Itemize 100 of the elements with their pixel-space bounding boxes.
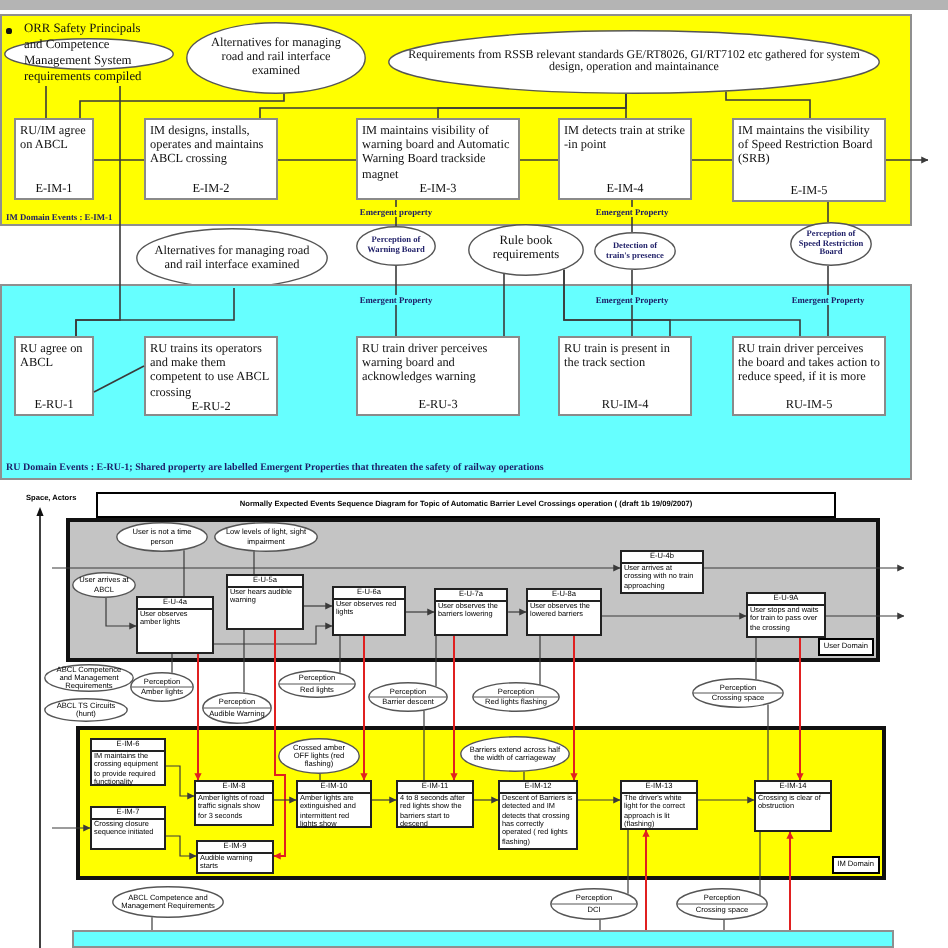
domain-frame xyxy=(66,518,880,662)
connector-line xyxy=(93,365,145,393)
connector-line xyxy=(243,629,245,693)
domain-band xyxy=(72,930,894,948)
perception-ellipse xyxy=(472,682,560,712)
event-card xyxy=(356,336,520,416)
requirement-ellipse xyxy=(186,22,366,94)
arrow xyxy=(273,629,286,860)
arrow xyxy=(105,597,137,630)
event-card xyxy=(526,588,602,636)
connector-line xyxy=(253,551,255,575)
connector-line xyxy=(503,273,505,337)
event-card xyxy=(90,738,166,786)
connector-line xyxy=(523,771,525,781)
arrow xyxy=(703,564,905,572)
connector-line xyxy=(79,93,285,119)
domain-frame xyxy=(76,726,886,880)
connector-line xyxy=(723,919,725,931)
perception-ellipse xyxy=(278,670,356,698)
note-ellipse xyxy=(112,886,224,918)
connector-line xyxy=(563,268,801,337)
banner-panel xyxy=(96,492,836,518)
arrow xyxy=(473,796,499,804)
event-card xyxy=(14,118,94,200)
requirement-ellipse xyxy=(468,224,584,276)
connector-line xyxy=(691,159,733,161)
event-card xyxy=(434,588,508,636)
event-card xyxy=(356,118,520,200)
connector-line xyxy=(93,159,145,161)
connector-line xyxy=(725,90,811,119)
connector-line xyxy=(45,85,47,119)
event-card xyxy=(136,596,214,654)
arrow xyxy=(360,635,368,781)
connector-line xyxy=(395,265,397,337)
arrow xyxy=(165,835,197,860)
event-card xyxy=(226,574,304,630)
connector-line xyxy=(339,635,341,674)
arrow xyxy=(570,635,578,781)
connector-line xyxy=(277,159,357,161)
arrow xyxy=(786,831,794,931)
connector-line xyxy=(755,637,757,680)
perception-ellipse xyxy=(130,672,194,702)
event-card xyxy=(14,336,94,416)
requirement-ellipse xyxy=(388,30,880,94)
event-card xyxy=(558,118,692,200)
arrow xyxy=(697,796,755,804)
connector-line xyxy=(151,916,153,931)
perception-ellipse xyxy=(368,682,448,712)
event-card xyxy=(498,780,578,850)
connector-line xyxy=(759,831,761,896)
note-ellipse xyxy=(44,664,134,692)
requirement-ellipse xyxy=(4,22,176,86)
arrow xyxy=(213,622,333,645)
event-card xyxy=(144,118,278,200)
connector-line xyxy=(319,773,321,781)
event-card xyxy=(732,336,886,416)
event-card xyxy=(396,780,474,828)
connector-line xyxy=(627,829,629,895)
connector-line xyxy=(183,549,185,597)
connector-line xyxy=(75,287,235,337)
arrow xyxy=(885,156,929,164)
property-ellipse xyxy=(594,232,676,270)
note-ellipse xyxy=(72,572,136,598)
note-ellipse xyxy=(278,738,360,774)
connector-line xyxy=(435,635,437,687)
note-ellipse xyxy=(460,736,570,772)
arrow xyxy=(194,653,202,781)
arrow xyxy=(601,612,747,620)
note-ellipse xyxy=(214,522,318,552)
event-card xyxy=(332,586,406,636)
perception-ellipse xyxy=(676,888,768,920)
connector-line xyxy=(631,269,633,337)
arrow xyxy=(507,608,527,616)
domain-band xyxy=(0,284,912,480)
arrow xyxy=(371,796,397,804)
arrow xyxy=(51,824,91,832)
connector-line xyxy=(827,265,829,337)
property-ellipse xyxy=(790,222,872,266)
arrow xyxy=(303,602,333,610)
event-card xyxy=(620,550,704,594)
perception-ellipse xyxy=(692,678,784,708)
event-card xyxy=(754,780,832,832)
arrow xyxy=(273,796,297,804)
connector-line xyxy=(539,635,541,685)
arrow xyxy=(796,637,804,781)
perception-ellipse xyxy=(202,692,272,724)
arrow xyxy=(825,612,905,620)
arrow xyxy=(51,564,621,572)
connector-line xyxy=(171,653,173,674)
event-card xyxy=(620,780,698,830)
event-card xyxy=(90,806,166,850)
event-card xyxy=(296,780,372,828)
perception-ellipse xyxy=(550,888,638,920)
event-card xyxy=(558,336,692,416)
note-ellipse xyxy=(44,698,128,722)
note-ellipse xyxy=(116,522,208,552)
event-card xyxy=(732,118,886,202)
arrow xyxy=(577,796,621,804)
connector-line xyxy=(599,919,601,931)
arrow xyxy=(450,635,458,781)
